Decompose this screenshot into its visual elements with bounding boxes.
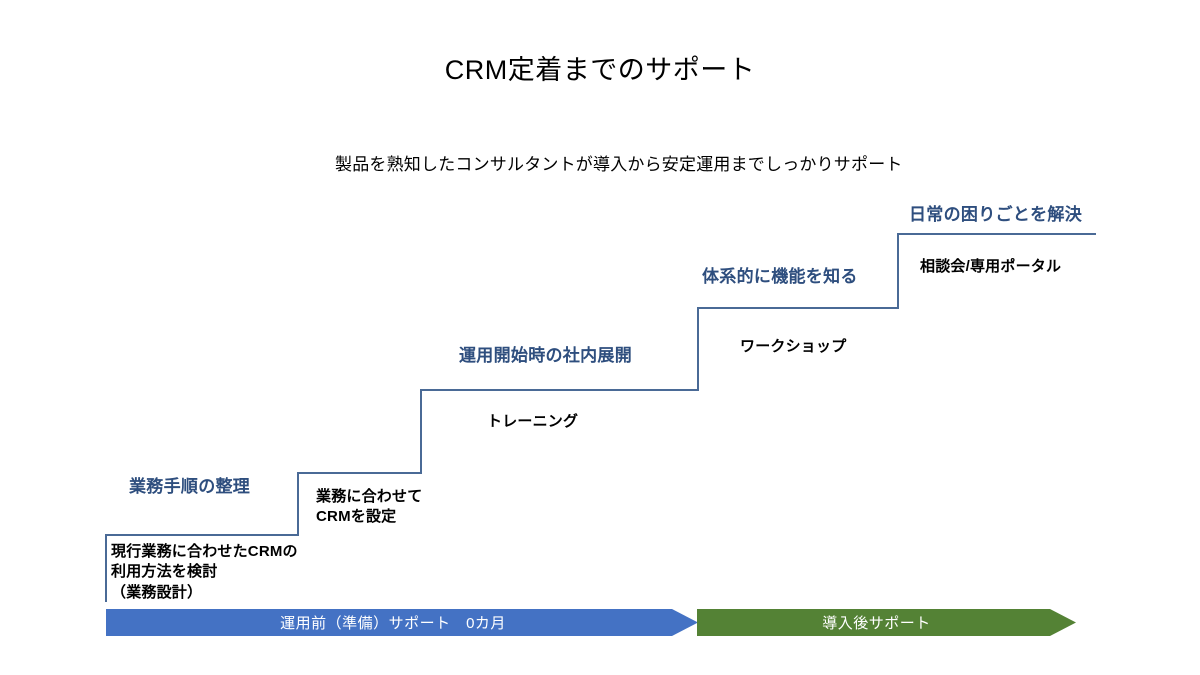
step-5-heading: 日常の困りごとを解決 bbox=[909, 205, 1082, 224]
step-1-heading: 業務手順の整理 bbox=[129, 477, 251, 496]
step-5-body: 相談会/専用ポータル bbox=[920, 258, 1062, 275]
timeline-bar-post-launch-label: 導入後サポート bbox=[822, 615, 931, 632]
step-3-body: トレーニング bbox=[487, 413, 579, 430]
step-3-heading: 運用開始時の社内展開 bbox=[459, 346, 632, 365]
stair-segment-2 bbox=[297, 389, 422, 474]
step-4-body: ワークショップ bbox=[740, 338, 847, 355]
page-subtitle: 製品を熟知したコンサルタントが導入から安定運用までしっかりサポート bbox=[335, 155, 903, 174]
timeline-bar-pre-launch-label: 運用前（準備）サポート 0カ月 bbox=[280, 615, 506, 632]
page-title: CRM定着までのサポート bbox=[444, 55, 756, 85]
step-2-body: 業務に合わせて CRMを設定 bbox=[316, 488, 423, 526]
timeline-bar-pre-launch: 運用前（準備）サポート 0カ月 bbox=[106, 609, 698, 636]
timeline-bar-post-launch: 導入後サポート bbox=[697, 609, 1076, 636]
step-4-heading: 体系的に機能を知る bbox=[702, 267, 858, 286]
step-1-body: 現行業務に合わせたCRMの 利用方法を検討 （業務設計） bbox=[111, 543, 298, 601]
